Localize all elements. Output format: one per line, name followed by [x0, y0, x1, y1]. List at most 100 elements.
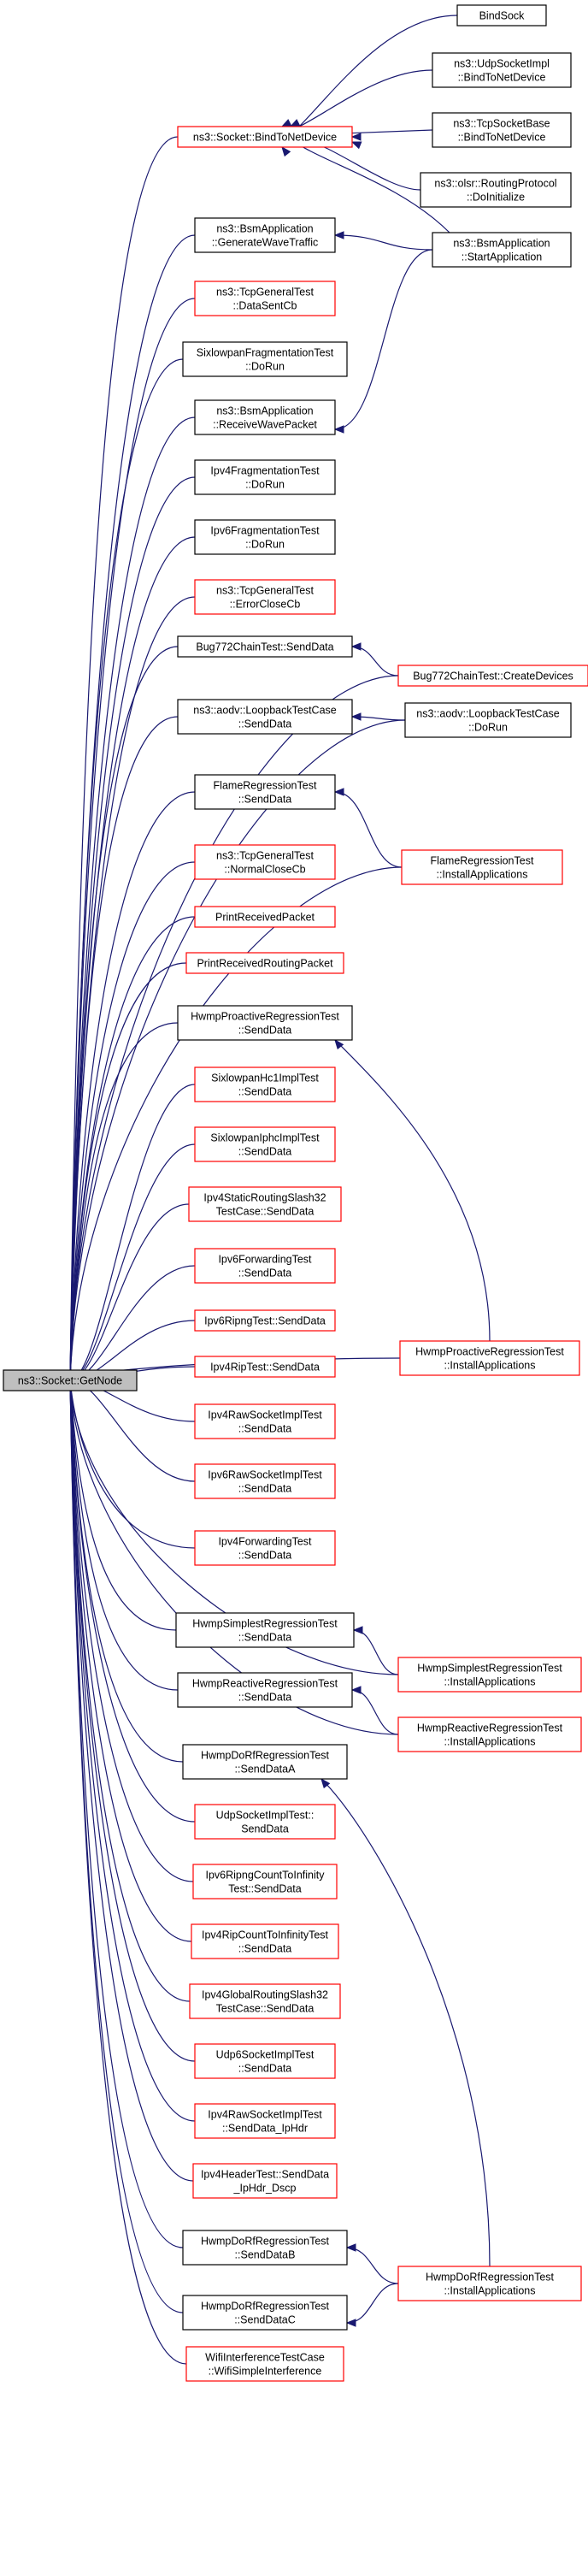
- node-label: ns3::olsr::RoutingProtocol: [434, 178, 556, 190]
- node-ip6r[interactable]: Ipv6RipngTest::SendData: [194, 1309, 336, 1332]
- node-prrp[interactable]: PrintReceivedRoutingPacket: [185, 952, 344, 974]
- edge-arrowhead: [345, 2243, 356, 2252]
- node-ip4ri[interactable]: Ipv4RipCountToInfinityTest::SendData: [191, 1923, 339, 1959]
- node-label: ::InstallApplications: [444, 1736, 535, 1748]
- node-hsim[interactable]: HwmpSimplestRegressionTest::SendData: [175, 1612, 355, 1648]
- node-label: SixlowpanHc1ImplTest: [211, 1072, 319, 1084]
- node-wifi[interactable]: WifiInterferenceTestCase::WifiSimpleInte…: [185, 2346, 344, 2382]
- node-udp6[interactable]: Udp6SocketImplTest::SendData: [194, 2043, 336, 2079]
- node-olsr[interactable]: ns3::olsr::RoutingProtocol::DoInitialize: [420, 172, 572, 208]
- node-box: [194, 579, 336, 615]
- node-box: [192, 1864, 338, 1900]
- node-label: ::SendData: [238, 1025, 292, 1037]
- node-hrea[interactable]: HwmpReactiveRegressionTest::SendData: [177, 1672, 353, 1708]
- node-aodvr[interactable]: ns3::aodv::LoopbackTestCase::DoRun: [404, 702, 572, 738]
- node-label: Ipv4StaticRoutingSlash32: [203, 1192, 326, 1204]
- node-label: ::SendData_IpHdr: [222, 2123, 308, 2135]
- node-label: ::DoRun: [245, 361, 285, 373]
- node-iphc[interactable]: SixlowpanIphcImplTest::SendData: [194, 1126, 336, 1162]
- node-aodv[interactable]: ns3::aodv::LoopbackTestCase::SendData: [177, 699, 353, 735]
- node-ip4rh[interactable]: Ipv4RawSocketImplTest::SendData_IpHdr: [194, 2103, 336, 2139]
- node-gen[interactable]: ns3::BsmApplication::GenerateWaveTraffic: [194, 217, 336, 253]
- node-box: [194, 1248, 336, 1284]
- node-ip4s[interactable]: Ipv4StaticRoutingSlash32TestCase::SendDa…: [188, 1186, 342, 1222]
- node-box: [175, 1612, 355, 1648]
- node-box: [177, 1005, 353, 1041]
- node-flame[interactable]: FlameRegressionTest::SendData: [194, 774, 336, 810]
- edge-hdia-to-hdob: [346, 2247, 399, 2284]
- edge-ip4g-to-root: [69, 1380, 191, 2002]
- node-box: [182, 341, 348, 377]
- edge-arrowhead: [350, 712, 362, 721]
- edge-flame-to-root: [69, 791, 196, 1381]
- node-label: ns3::TcpSocketBase: [453, 118, 550, 130]
- node-hdia[interactable]: HwmpDoRfRegressionTest::InstallApplicati…: [397, 2266, 582, 2301]
- node-label: WifiInterferenceTestCase: [205, 2352, 325, 2364]
- node-box: [194, 1530, 336, 1566]
- node-hdoa[interactable]: HwmpDoRfRegressionTest::SendDataA: [182, 1744, 348, 1780]
- node-box: [185, 952, 344, 974]
- node-hsia[interactable]: HwmpSimplestRegressionTest::InstallAppli…: [397, 1657, 582, 1693]
- edge-hrea-to-root: [69, 1380, 179, 1691]
- node-ip4fw[interactable]: Ipv4ForwardingTest::SendData: [194, 1530, 336, 1566]
- node-bug[interactable]: Bug772ChainTest::SendData: [177, 635, 353, 658]
- node-ip6fw[interactable]: Ipv6ForwardingTest::SendData: [194, 1248, 336, 1284]
- node-ip4raw[interactable]: Ipv4RawSocketImplTest::SendData: [194, 1403, 336, 1439]
- node-box: [182, 1744, 348, 1780]
- node-rwp[interactable]: ns3::BsmApplication::ReceiveWavePacket: [194, 399, 336, 435]
- node-box: [177, 1672, 353, 1708]
- node-ip4g[interactable]: Ipv4GlobalRoutingSlash32TestCase::SendDa…: [189, 1983, 341, 2019]
- node-flia[interactable]: FlameRegressionTest::InstallApplications: [401, 849, 563, 885]
- node-dsc[interactable]: ns3::TcpGeneralTest::DataSentCb: [194, 281, 336, 316]
- edge-hsim-to-root: [69, 1380, 177, 1631]
- node-ip6raw[interactable]: Ipv6RawSocketImplTest::SendData: [194, 1463, 336, 1499]
- node-label: ::SendData: [238, 1943, 292, 1955]
- edge-hpia-to-hpro: [334, 1039, 491, 1342]
- edge-ip4ri-to-root: [69, 1380, 192, 1942]
- node-label: ns3::TcpGeneralTest: [216, 585, 314, 597]
- node-hpro[interactable]: HwmpProactiveRegressionTest::SendData: [177, 1005, 353, 1041]
- node-hria[interactable]: HwmpReactiveRegressionTest::InstallAppli…: [397, 1716, 582, 1752]
- node-label: Ipv4HeaderTest::SendData: [201, 2169, 329, 2181]
- node-prp[interactable]: PrintReceivedPacket: [194, 906, 336, 928]
- node-root[interactable]: ns3::Socket::GetNode: [3, 1369, 138, 1391]
- node-ip4f[interactable]: Ipv4FragmentationTest::DoRun: [194, 459, 336, 495]
- node-label: ::SendData: [238, 1086, 292, 1098]
- edge-arrowhead: [352, 1626, 363, 1634]
- node-bsm[interactable]: ns3::BsmApplication::StartApplication: [432, 232, 572, 268]
- node-label: ::InstallApplications: [436, 869, 527, 881]
- node-label: Test::SendData: [228, 1883, 302, 1895]
- node-label: HwmpProactiveRegressionTest: [415, 1346, 564, 1358]
- edge-arrowhead: [333, 425, 344, 434]
- node-ip4h[interactable]: Ipv4HeaderTest::SendData_IpHdr_Dscp: [192, 2163, 338, 2199]
- node-udpb[interactable]: ns3::UdpSocketImpl::BindToNetDevice: [432, 52, 572, 88]
- node-label: Ipv6RipngCountToInfinity: [206, 1870, 326, 1882]
- node-bs[interactable]: BindSock: [456, 4, 547, 27]
- edge-arrowhead: [281, 145, 291, 157]
- node-label: SendData: [241, 1823, 289, 1835]
- node-label: ::SendDataA: [235, 1764, 297, 1775]
- node-bugcd[interactable]: Bug772ChainTest::CreateDevices: [397, 665, 588, 687]
- node-ip6f[interactable]: Ipv6FragmentationTest::DoRun: [194, 519, 336, 555]
- edge-ip4f-to-root: [69, 476, 196, 1381]
- edge-ip6f-to-root: [69, 536, 196, 1381]
- node-ip4r[interactable]: Ipv4RipTest::SendData: [194, 1356, 336, 1378]
- node-hdob[interactable]: HwmpDoRfRegressionTest::SendDataB: [182, 2230, 348, 2266]
- node-ecb[interactable]: ns3::TcpGeneralTest::ErrorCloseCb: [194, 579, 336, 615]
- node-tcpb[interactable]: ns3::TcpSocketBase::BindToNetDevice: [432, 112, 572, 148]
- edge-bsm-to-gen: [334, 234, 433, 251]
- node-six[interactable]: SixlowpanFragmentationTest::DoRun: [182, 341, 348, 377]
- node-label: ::ErrorCloseCb: [230, 599, 301, 611]
- node-bind[interactable]: ns3::Socket::BindToNetDevice: [177, 126, 353, 148]
- node-hdoc[interactable]: HwmpDoRfRegressionTest::SendDataC: [182, 2295, 348, 2331]
- node-hc1[interactable]: SixlowpanHc1ImplTest::SendData: [194, 1066, 336, 1102]
- node-ncc[interactable]: ns3::TcpGeneralTest::NormalCloseCb: [194, 844, 336, 880]
- node-box: [194, 1403, 336, 1439]
- node-hpia[interactable]: HwmpProactiveRegressionTest::InstallAppl…: [399, 1340, 580, 1376]
- node-label: PrintReceivedRoutingPacket: [197, 958, 333, 970]
- node-label: ns3::BsmApplication: [216, 405, 313, 417]
- node-udp[interactable]: UdpSocketImplTest::SendData: [194, 1804, 336, 1840]
- node-box: [189, 1983, 341, 2019]
- edge-bsm-to-rwp: [334, 249, 433, 430]
